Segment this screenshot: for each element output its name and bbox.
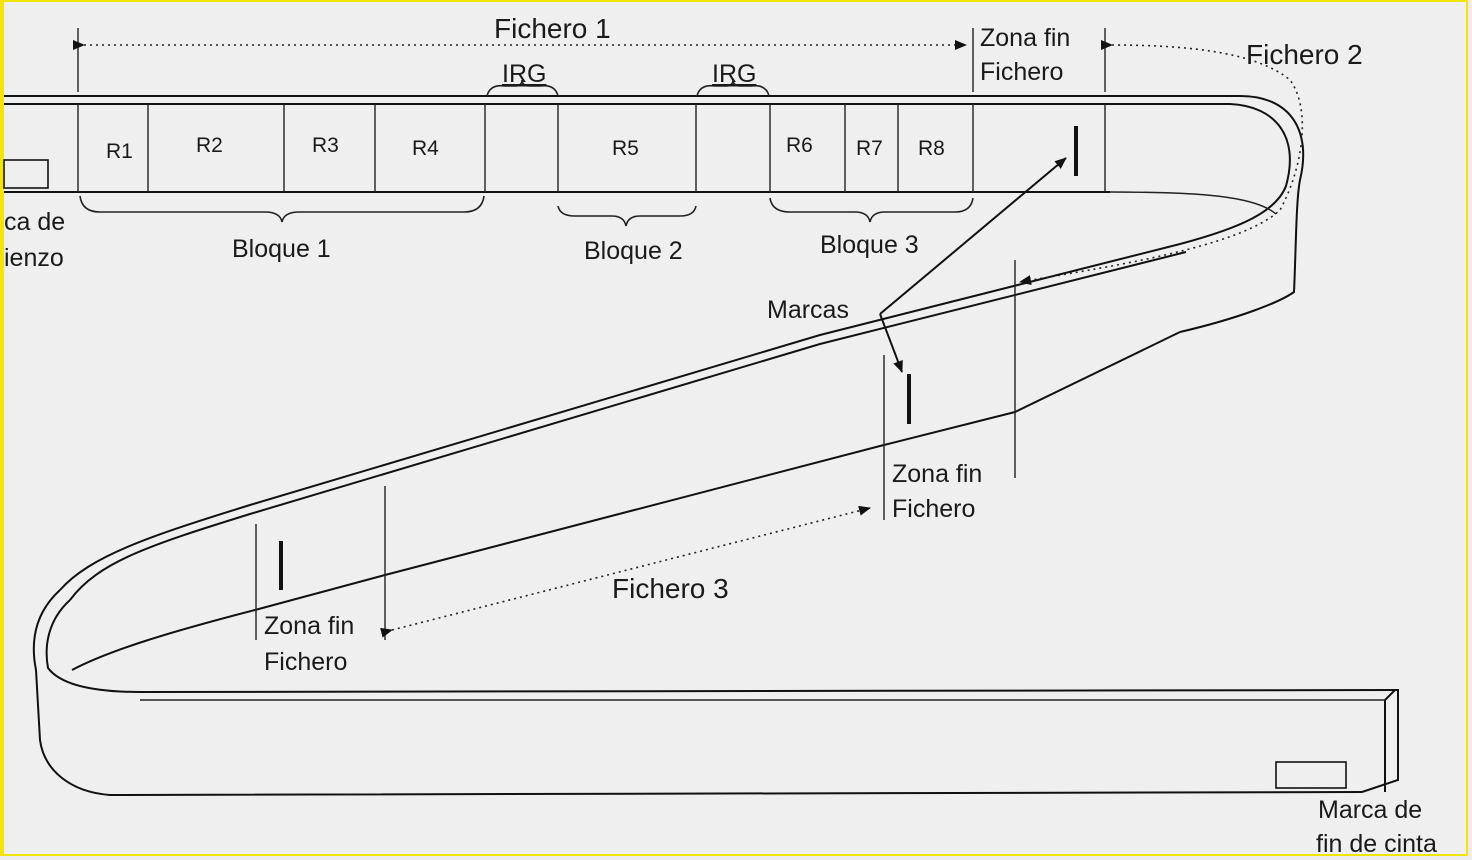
zone-label-2-line2: Fichero — [892, 495, 975, 523]
irg-label-1: IRG — [502, 60, 546, 88]
record-r7: R7 — [856, 137, 883, 160]
start-mark-label-line1: ca de — [4, 208, 65, 236]
block2-brace — [557, 205, 697, 227]
end-mark-label-line2: fin de cinta — [1316, 830, 1437, 858]
zone-dividers-diagonal — [77, 28, 1106, 640]
zone-label-3-line1: Zona fin — [264, 612, 354, 640]
irg-brace-1 — [486, 79, 559, 97]
record-r1: R1 — [106, 140, 133, 163]
file3-span-arrow — [380, 505, 871, 638]
file2-span-arrow — [1019, 39, 1304, 286]
tape-diagonal-top-edge — [59, 243, 1181, 591]
tape-right-loop-outer — [1179, 95, 1305, 333]
tape-left-loop-outer — [32, 589, 1363, 797]
zone-label-2-line1: Zona fin — [892, 460, 982, 488]
zone-label-3-line2: Fichero — [264, 648, 347, 676]
irg-label-2: IRG — [712, 60, 756, 88]
tape-right-underside — [1109, 191, 1277, 215]
end-of-tape-marker — [1275, 761, 1347, 789]
record-r3: R3 — [312, 134, 339, 157]
marks-label: Marcas — [767, 296, 849, 324]
block3-label: Bloque 3 — [820, 231, 919, 259]
tape-right-loop-inner — [1179, 103, 1291, 245]
tape-diagonal-inner-edge — [69, 251, 1187, 601]
zone-label-1-line2: Fichero — [980, 58, 1063, 86]
end-mark-label-line1: Marca de — [1318, 796, 1422, 824]
file3-label: Fichero 3 — [612, 573, 729, 604]
start-of-tape-marker — [3, 159, 49, 189]
block1-brace — [79, 195, 485, 223]
block3-brace — [769, 197, 974, 223]
tape-body — [4, 95, 1399, 797]
tape-bottom-end — [1361, 689, 1399, 793]
record-r4: R4 — [412, 137, 439, 160]
record-r5: R5 — [612, 137, 639, 160]
record-r2: R2 — [196, 134, 223, 157]
block2-label: Bloque 2 — [584, 237, 683, 265]
marks-pointers — [879, 157, 1067, 373]
block1-label: Bloque 1 — [232, 235, 331, 263]
zone-label-1-line1: Zona fin — [980, 24, 1070, 52]
record-r8: R8 — [918, 137, 945, 160]
irg-brace-2 — [696, 79, 770, 97]
start-mark-label-line2: ienzo — [4, 244, 64, 272]
record-dividers — [77, 104, 1106, 192]
tape-left-loop-inner — [45, 599, 1396, 694]
record-r6: R6 — [786, 134, 813, 157]
file1-label: Fichero 1 — [494, 13, 611, 44]
tape-diagonal-bottom-edge — [71, 331, 1181, 671]
file2-label: Fichero 2 — [1246, 39, 1363, 70]
